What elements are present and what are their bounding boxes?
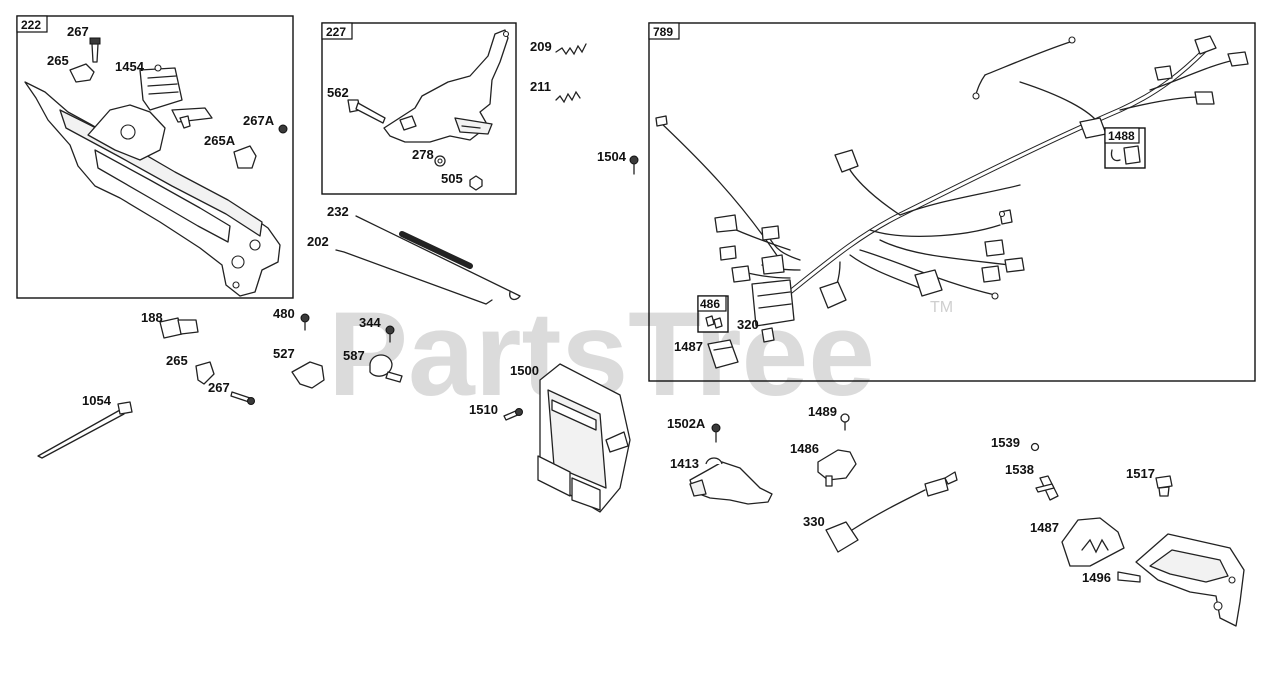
callout-265A[interactable]: 265A: [204, 133, 236, 148]
callout-320[interactable]: 320: [737, 317, 759, 332]
bracket-1496-drawing: [1117, 533, 1245, 627]
group-222-tag: [16, 15, 48, 33]
screw-1504-drawing: [629, 155, 639, 175]
spring-211-drawing: [555, 90, 581, 104]
group-1488-label[interactable]: 1488: [1108, 129, 1135, 143]
callout-1510[interactable]: 1510: [469, 402, 498, 417]
group-1488-tag: [1104, 127, 1140, 144]
ecu-module-1500-drawing: [537, 363, 631, 513]
bolt-188-drawing: [159, 317, 199, 339]
group-789-label[interactable]: 789: [653, 25, 673, 39]
callout-562[interactable]: 562: [327, 85, 349, 100]
callout-267-b[interactable]: 267: [208, 380, 230, 395]
group-227-tag: [321, 22, 353, 40]
group-789-frame: [648, 22, 1256, 382]
callout-267A[interactable]: 267A: [243, 113, 275, 128]
connector-1488-drawing: [1110, 145, 1141, 165]
callout-1413[interactable]: 1413: [670, 456, 699, 471]
watermark-trademark: TM: [930, 299, 953, 316]
group-222-label[interactable]: 222: [21, 18, 41, 32]
callout-1489[interactable]: 1489: [808, 404, 837, 419]
screw-267-b-drawing: [230, 391, 255, 405]
spring-209-drawing: [555, 43, 587, 56]
clip-527-drawing: [291, 361, 325, 389]
callout-1500[interactable]: 1500: [510, 363, 539, 378]
clip-265-b-drawing: [195, 361, 215, 385]
group-222-frame: [16, 15, 294, 299]
screw-1510-drawing: [503, 408, 523, 421]
sensor-1486-drawing: [817, 449, 857, 487]
mounting-bracket-drawing: [24, 37, 288, 297]
screw-344-drawing: [385, 325, 395, 343]
bolt-1517-drawing: [1155, 475, 1173, 497]
callout-1502A[interactable]: 1502A: [667, 416, 706, 431]
callout-344[interactable]: 344: [359, 315, 381, 330]
callout-265-a[interactable]: 265: [47, 53, 69, 68]
boot-1487-b-drawing: [1061, 517, 1125, 567]
callout-1454[interactable]: 1454: [115, 59, 145, 74]
callout-267-a[interactable]: 267: [67, 24, 89, 39]
sensor-1413-drawing: [689, 457, 773, 505]
clamp-587-drawing: [369, 354, 403, 383]
screw-480-drawing: [300, 313, 310, 331]
screw-1489-drawing: [840, 413, 850, 431]
terminal-486-drawing: [705, 315, 723, 329]
throttle-bracket-drawing: [347, 29, 510, 191]
callout-1538[interactable]: 1538: [1005, 462, 1034, 477]
callout-188[interactable]: 188: [141, 310, 163, 325]
choke-rod-202-drawing: [335, 249, 493, 305]
cable-tie-1054-drawing: [37, 401, 133, 459]
wiring-harness-drawing: [655, 35, 1249, 327]
o2-sensor-330-drawing: [825, 471, 958, 553]
connector-320-drawing: [761, 327, 775, 343]
fitting-1538-drawing: [1035, 475, 1059, 501]
group-486-label[interactable]: 486: [700, 297, 720, 311]
callout-505[interactable]: 505: [441, 171, 463, 186]
callout-1517[interactable]: 1517: [1126, 466, 1155, 481]
callout-1539[interactable]: 1539: [991, 435, 1020, 450]
callout-202[interactable]: 202: [307, 234, 329, 249]
group-789-tag: [648, 22, 680, 40]
callout-211[interactable]: 211: [530, 79, 551, 94]
connector-1487-a-drawing: [707, 339, 739, 369]
callout-1054[interactable]: 1054: [82, 393, 112, 408]
callout-209[interactable]: 209: [530, 39, 552, 54]
callout-1486[interactable]: 1486: [790, 441, 819, 456]
group-486-tag: [697, 295, 727, 312]
callout-1496[interactable]: 1496: [1082, 570, 1111, 585]
callout-1487-a[interactable]: 1487: [674, 339, 703, 354]
group-227-label[interactable]: 227: [326, 25, 346, 39]
callout-232[interactable]: 232: [327, 204, 349, 219]
callout-278[interactable]: 278: [412, 147, 434, 162]
callout-480[interactable]: 480: [273, 306, 295, 321]
callout-330[interactable]: 330: [803, 514, 825, 529]
callout-265-b[interactable]: 265: [166, 353, 188, 368]
screw-1502A-drawing: [711, 423, 721, 443]
callout-587[interactable]: 587: [343, 348, 365, 363]
callout-527[interactable]: 527: [273, 346, 295, 361]
callout-1504[interactable]: 1504: [597, 149, 627, 164]
group-227-frame: [321, 22, 517, 195]
throttle-rod-232-drawing: [355, 215, 521, 301]
callout-1487-b[interactable]: 1487: [1030, 520, 1059, 535]
grommet-1539-drawing: [1030, 442, 1040, 452]
